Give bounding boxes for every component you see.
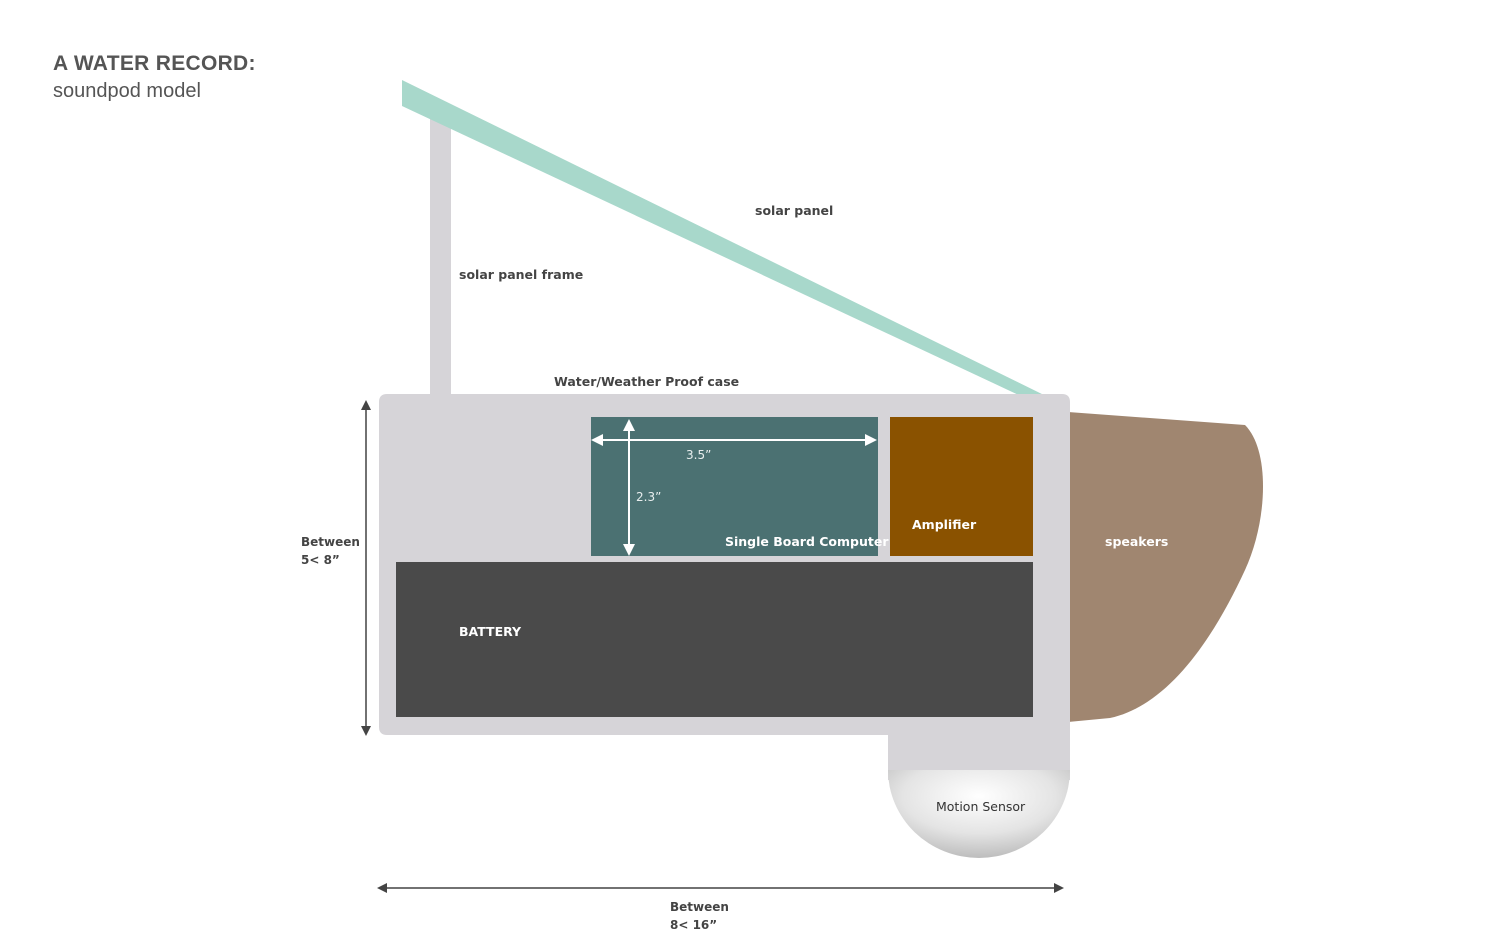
battery-label: BATTERY [459, 624, 522, 639]
case-height-label-line1: Between [301, 535, 360, 549]
sbc-width-label: 3.5” [686, 448, 711, 462]
speakers-label: speakers [1105, 534, 1168, 549]
page-title: A WATER RECORD: [53, 52, 256, 75]
solar-panel-frame-post [430, 112, 451, 402]
case-height-label-line2: 5< 8” [301, 553, 340, 567]
battery-shape [396, 562, 1033, 717]
amplifier-shape [890, 417, 1033, 556]
sbc-label: Single Board Computer [725, 534, 889, 549]
case-label: Water/Weather Proof case [554, 374, 739, 389]
motion-sensor-shape [888, 770, 1070, 858]
amplifier-label: Amplifier [912, 517, 977, 532]
solar-panel-frame-label: solar panel frame [459, 267, 583, 282]
case-width-label-line1: Between [670, 900, 729, 914]
case-width-label-line2: 8< 16” [670, 918, 717, 932]
page-subtitle: soundpod model [53, 80, 201, 102]
speakers-shape [1068, 412, 1264, 722]
sbc-height-label: 2.3” [636, 490, 661, 504]
solar-panel-shape [402, 80, 1048, 405]
solar-panel-label: solar panel [755, 203, 833, 218]
motion-sensor-label: Motion Sensor [936, 799, 1026, 814]
title-block: A WATER RECORD: soundpod model [53, 52, 256, 103]
